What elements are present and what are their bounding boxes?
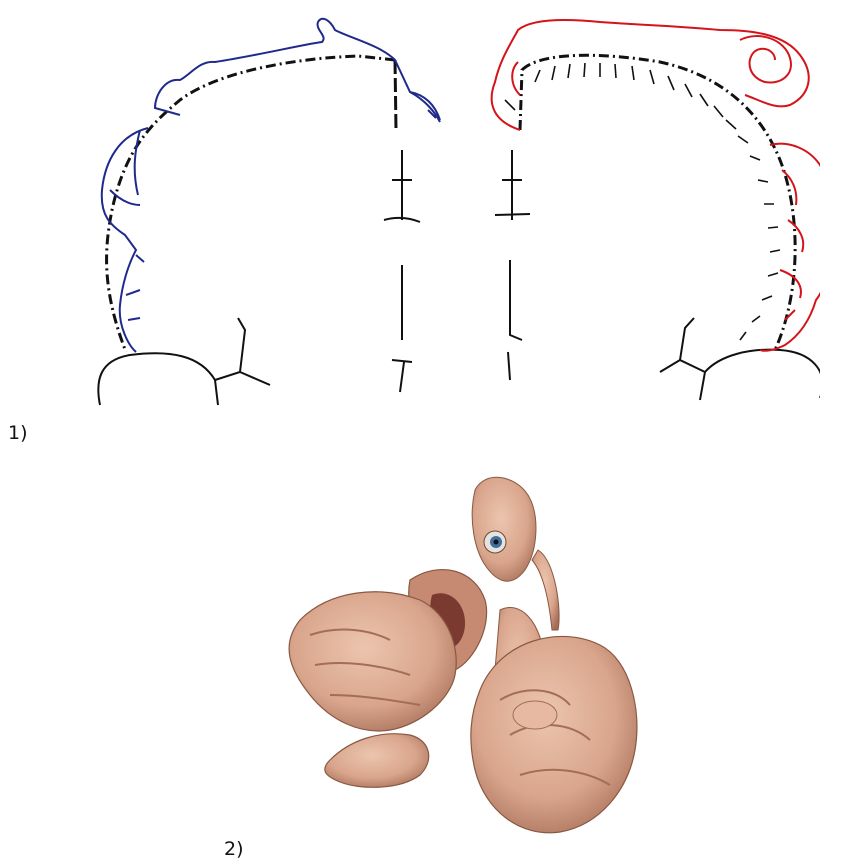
homunculus-diagram: [40, 0, 820, 420]
right-cortex-outline: [520, 55, 795, 350]
left-hand-icon: [289, 592, 456, 731]
homunculus-model: [270, 460, 660, 840]
right-hand-icon: [471, 636, 637, 832]
homunculus-figure-icon: [270, 460, 660, 840]
motor-homunculus-icon: [492, 20, 820, 351]
left-medial-line: [395, 60, 396, 130]
brain-section-icon: [40, 0, 820, 420]
right-temporal-lobe: [660, 318, 820, 400]
sensory-homunculus-icon: [102, 19, 440, 352]
panel-label-1: 1): [8, 422, 28, 444]
left-cortex-outline: [107, 56, 395, 352]
panel-label-2: 2): [224, 838, 244, 860]
